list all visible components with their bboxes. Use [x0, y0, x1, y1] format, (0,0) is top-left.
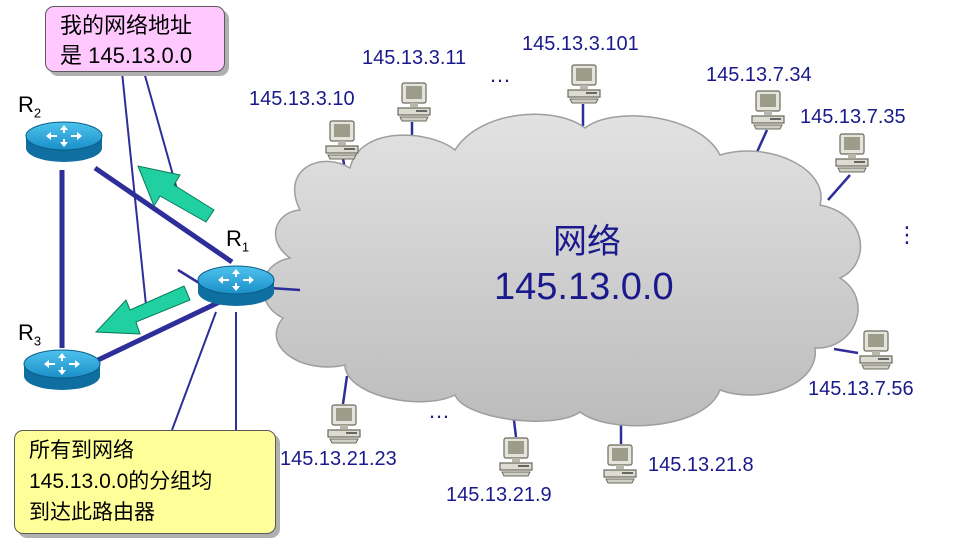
link-r3-r1 — [96, 293, 234, 363]
router-r2-label: R2 — [18, 92, 42, 121]
router-r1-icon — [197, 265, 275, 307]
host-145-13-21-9-icon — [499, 437, 533, 477]
host-145-13-7-35-icon — [835, 133, 869, 173]
router-r3-label: R3 — [18, 320, 42, 349]
host-label-145-13-3-11: 145.13.3.11 — [362, 47, 467, 69]
host-145-13-3-10-icon — [325, 120, 359, 160]
host-label-145-13-7-56: 145.13.7.56 — [808, 378, 914, 400]
callout-packets-arrive: 所有到网络 145.13.0.0的分组均 到达此路由器 — [14, 430, 276, 534]
host-145-13-21-23-icon — [327, 404, 361, 444]
ellipsis-top: … — [489, 62, 511, 87]
network-name: 网络 — [553, 223, 621, 261]
host-label-145-13-21-9: 145.13.21.9 — [446, 484, 552, 506]
advert-arrow-to-r3 — [94, 285, 191, 335]
host-145-13-3-101-icon — [567, 64, 601, 104]
callout-pointer-r3 — [121, 71, 147, 306]
router-r2-icon — [25, 121, 103, 163]
host-label-145-13-3-10: 145.13.3.10 — [249, 88, 355, 110]
callout-top-line-1: 我的网络地址 — [60, 13, 193, 38]
link-145-13-7-35 — [827, 174, 851, 201]
callout-top-line-2: 是 145.13.0.0 — [60, 43, 193, 68]
host-145-13-3-11-icon — [397, 82, 431, 122]
ellipsis-right: ⋮ — [896, 222, 918, 247]
ellipsis-bottom: … — [428, 398, 450, 423]
host-label-145-13-21-8: 145.13.21.8 — [648, 454, 754, 476]
callout-bottom-line-2: 145.13.0.0的分组均 — [29, 470, 213, 493]
link-145-13-21-23 — [341, 375, 349, 405]
host-145-13-7-56-icon — [859, 330, 893, 370]
router-r1-label: R1 — [226, 226, 250, 255]
link-r2-r1 — [93, 165, 234, 265]
router-links — [59, 165, 234, 363]
callout-pointer-r2 — [143, 71, 179, 194]
callout-pointer-left — [171, 311, 217, 431]
link-r1-cloud — [269, 286, 301, 292]
host-145-13-7-34-icon — [751, 90, 785, 130]
router-r3-icon — [23, 349, 101, 391]
host-label-145-13-21-23: 145.13.21.23 — [280, 448, 397, 470]
host-label-145-13-7-34: 145.13.7.34 — [706, 64, 812, 86]
callout-bottom-line-3: 到达此路由器 — [29, 501, 155, 524]
advert-arrow-to-r2 — [137, 165, 215, 223]
callout-network-address: 我的网络地址 是 145.13.0.0 — [45, 6, 225, 72]
network-cloud — [262, 113, 862, 427]
host-label-145-13-3-101: 145.13.3.101 — [522, 33, 639, 55]
link-145-13-7-56 — [833, 347, 859, 355]
network-address: 145.13.0.0 — [494, 266, 674, 308]
callout-bottom-line-1: 所有到网络 — [29, 439, 134, 462]
host-145-13-21-8-icon — [603, 444, 637, 484]
host-label-145-13-7-35: 145.13.7.35 — [800, 106, 906, 128]
